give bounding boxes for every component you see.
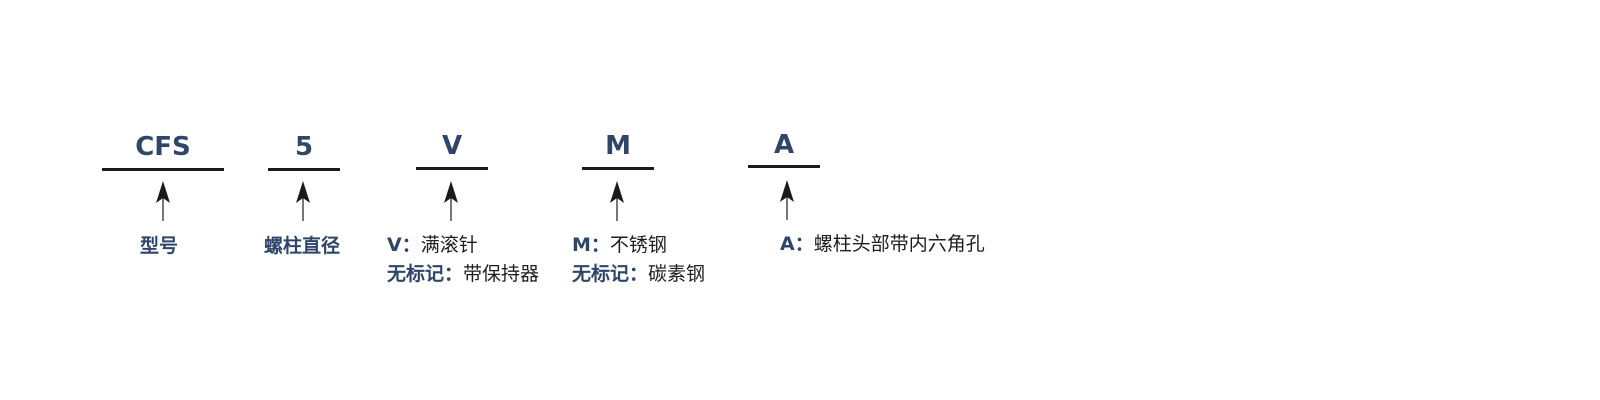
option-key: V：	[387, 234, 421, 256]
arrow-up-icon	[156, 181, 170, 221]
option-stainless: M：不锈钢	[572, 231, 667, 259]
arrow-up-icon	[610, 181, 624, 221]
code-hex-socket: A	[773, 130, 795, 160]
option-key: M：	[572, 234, 610, 256]
code-roller-type: V	[441, 131, 463, 161]
label-model: 型号	[140, 235, 179, 257]
underline-hex-socket	[748, 165, 820, 168]
underline-material	[582, 167, 654, 170]
option-key: A：	[780, 233, 814, 255]
underline-roller-type	[416, 167, 488, 170]
arrow-up-icon	[780, 180, 794, 220]
code-cfs: CFS	[135, 132, 191, 162]
code-stud-diameter: 5	[294, 132, 314, 162]
option-hex-socket: A：螺柱头部带内六角孔	[780, 230, 985, 258]
code-material: M	[605, 131, 631, 161]
option-value: 满滚针	[420, 234, 478, 256]
underline-stud-diameter	[268, 168, 340, 171]
underline-cfs	[102, 168, 224, 171]
option-key: 无标记：	[387, 263, 464, 285]
option-carbon-steel: 无标记：碳素钢	[572, 260, 705, 288]
option-value: 螺柱头部带内六角孔	[813, 233, 985, 255]
option-key: 无标记：	[572, 263, 649, 285]
option-value: 带保持器	[463, 263, 540, 285]
arrow-up-icon	[444, 181, 458, 221]
option-value: 不锈钢	[609, 234, 667, 256]
option-full-complement: V：满滚针	[387, 231, 478, 259]
arrow-up-icon	[296, 181, 310, 221]
label-stud-diameter: 螺柱直径	[264, 235, 341, 257]
option-value: 碳素钢	[648, 263, 706, 285]
option-with-cage: 无标记：带保持器	[387, 260, 539, 288]
